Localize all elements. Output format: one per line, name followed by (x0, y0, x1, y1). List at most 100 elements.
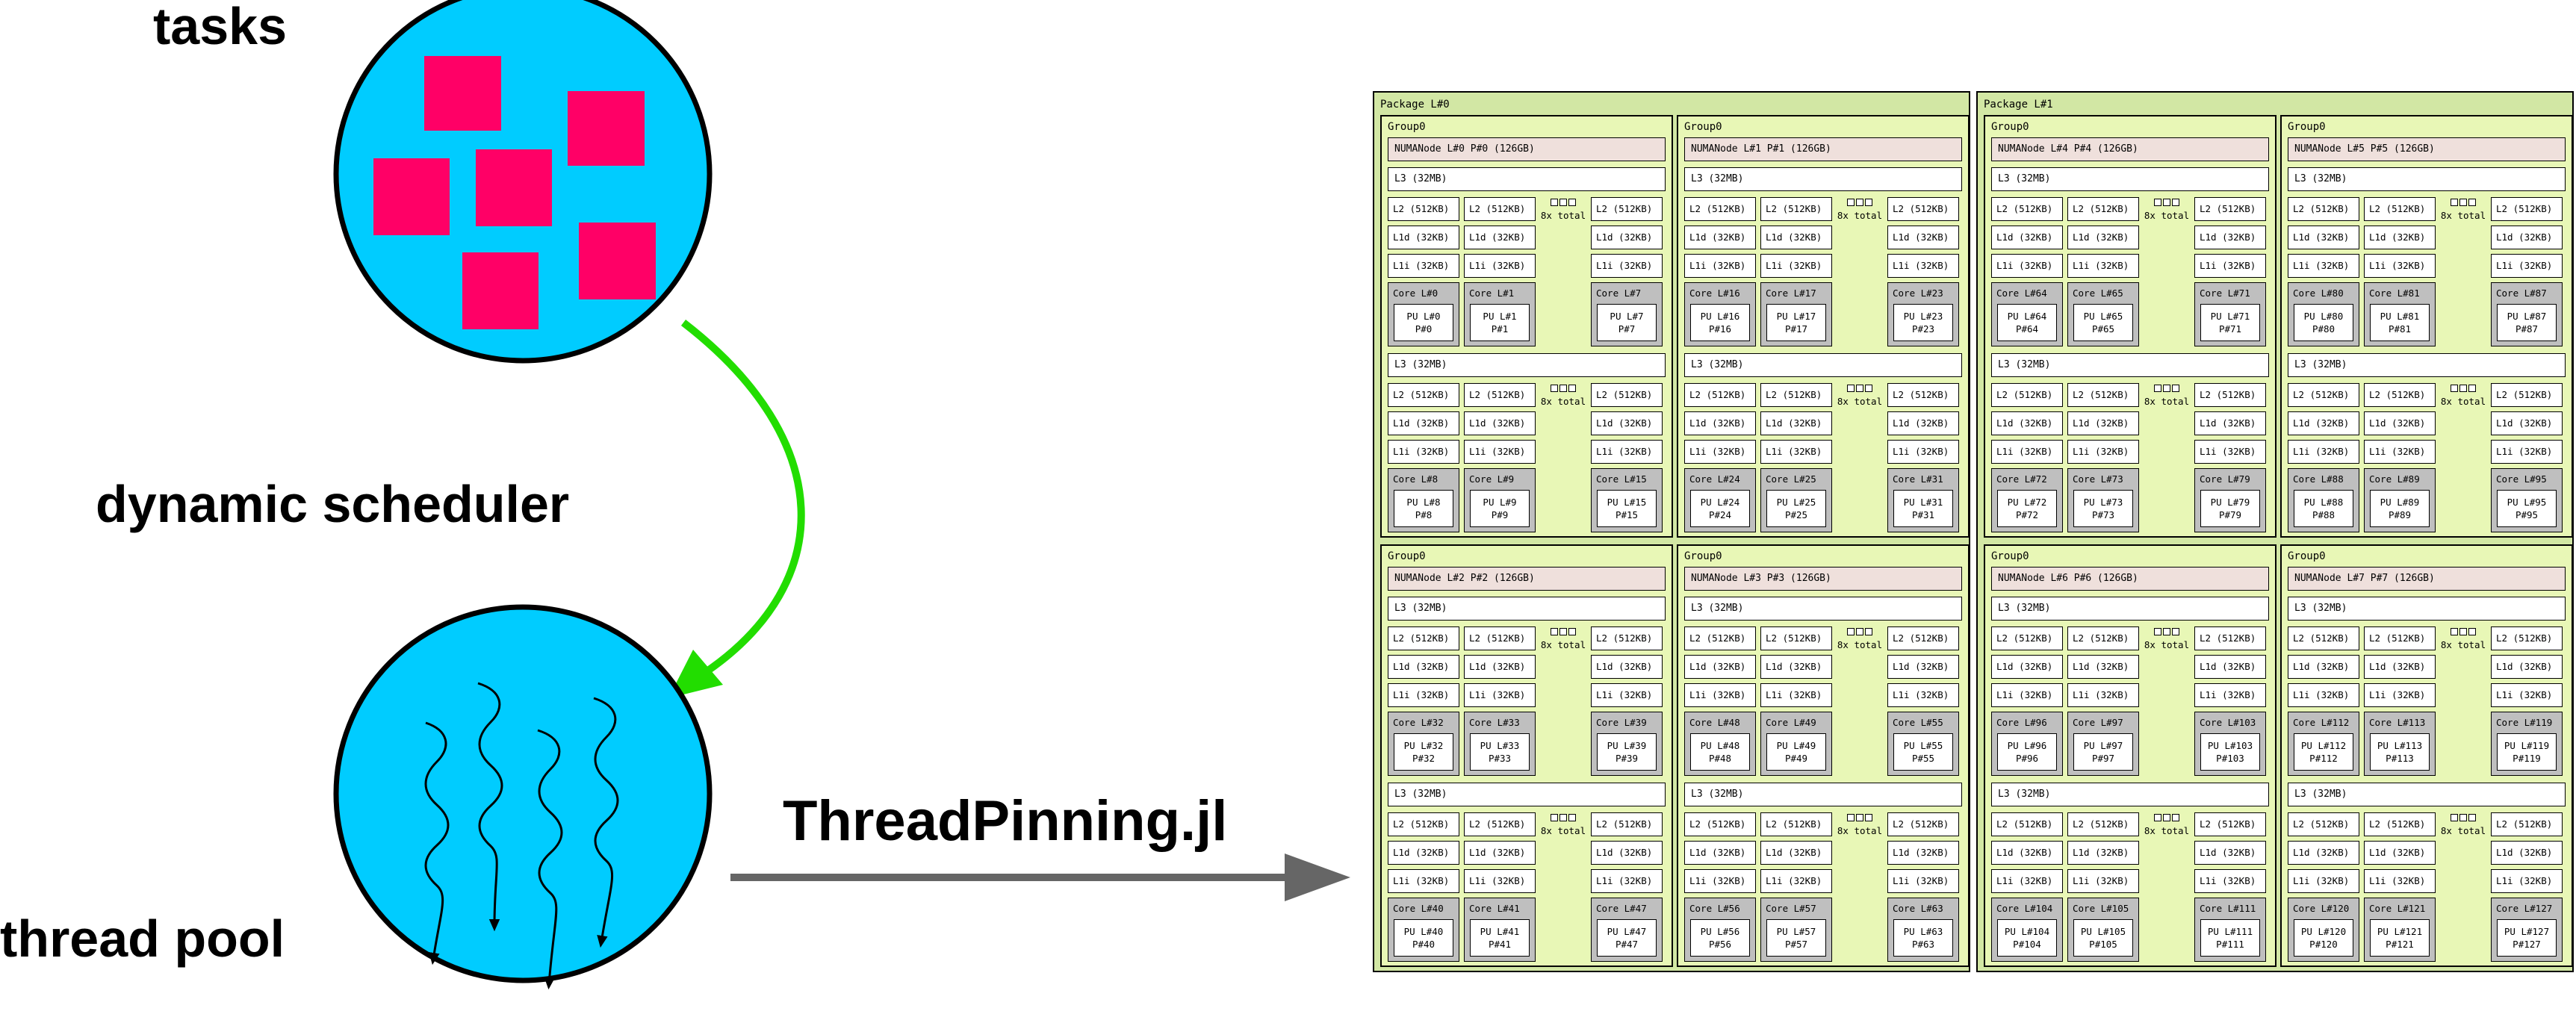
core-label: Core L#87 (2496, 287, 2547, 299)
core-label: Core L#9 (1469, 473, 1515, 485)
l3-cache: L3 (32MB) (2288, 167, 2566, 191)
l1i-cache: L1i (32KB) (2491, 869, 2563, 893)
l1i-cache: L1i (32KB) (2288, 869, 2359, 893)
ellipsis-square-icon (1559, 385, 1567, 392)
l1d-cache: L1d (32KB) (1991, 226, 2063, 249)
l1d-cache: L1d (32KB) (1760, 655, 1832, 679)
ellipsis-square-icon (2163, 385, 2170, 392)
l1i-cache: L1i (32KB) (1388, 683, 1459, 707)
l1i-cache: L1i (32KB) (2364, 683, 2436, 707)
l3-cache: L3 (32MB) (1388, 597, 1666, 621)
total-label: 8x total (1837, 825, 1883, 836)
core-label: Core L#81 (2369, 287, 2420, 299)
core-label: Core L#89 (2369, 473, 2420, 485)
total-label: 8x total (2440, 639, 2486, 650)
task-square (462, 252, 539, 329)
core-label: Core L#57 (1766, 903, 1816, 914)
pu-physical-label: P#89 (2388, 509, 2412, 520)
l2-cache: L2 (512KB) (2194, 812, 2266, 836)
pu-logical-label: PU L#73 (2083, 497, 2123, 508)
l1d-cache: L1d (32KB) (2194, 841, 2266, 865)
total-label: 8x total (2144, 639, 2190, 650)
pu-logical-label: PU L#80 (2303, 311, 2344, 322)
pu-logical-label: PU L#1 (1483, 311, 1517, 322)
core-label: Core L#32 (1393, 717, 1444, 728)
cores-total-indicator: 8x total (1540, 383, 1586, 408)
core-label: Core L#97 (2073, 717, 2123, 728)
l2-cache: L2 (512KB) (2288, 197, 2359, 221)
pu-logical-label: PU L#81 (2380, 311, 2420, 322)
core-label: Core L#127 (2496, 903, 2553, 914)
l3-cache: L3 (32MB) (1388, 167, 1666, 191)
group-label: Group0 (1388, 550, 1426, 562)
ellipsis-square-icon (2163, 199, 2170, 206)
pu-logical-label: PU L#79 (2210, 497, 2250, 508)
ellipsis-square-icon (1568, 385, 1576, 392)
l2-cache: L2 (512KB) (2288, 626, 2359, 650)
pu-logical-label: PU L#104 (2004, 926, 2050, 937)
pu-physical-label: P#25 (1784, 509, 1808, 520)
group-label: Group0 (1684, 121, 1722, 133)
l2-cache: L2 (512KB) (1684, 197, 1756, 221)
pu-logical-label: PU L#41 (1480, 926, 1520, 937)
l1i-cache: L1i (32KB) (1760, 254, 1832, 278)
ellipsis-square-icon (2459, 628, 2467, 635)
ellipsis-square-icon (1847, 385, 1855, 392)
core-label: Core L#1 (1469, 287, 1515, 299)
cores-total-indicator: 8x total (2144, 383, 2190, 408)
l1d-cache: L1d (32KB) (1591, 411, 1663, 435)
l1i-cache: L1i (32KB) (2491, 440, 2563, 464)
numa-node: NUMANode L#5 P#5 (126GB) (2288, 137, 2566, 161)
total-label: 8x total (1540, 639, 1586, 650)
core-label: Core L#16 (1689, 287, 1740, 299)
total-label: 8x total (1540, 396, 1586, 407)
cores-total-indicator: 8x total (2440, 626, 2486, 652)
core-label: Core L#55 (1893, 717, 1943, 728)
pu-physical-label: P#72 (2015, 509, 2039, 520)
l2-cache: L2 (512KB) (1887, 197, 1959, 221)
cores-total-indicator: 8x total (2144, 626, 2190, 652)
pu-physical-label: P#48 (1708, 753, 1732, 764)
package-label: Package L#0 (1380, 99, 1450, 111)
pu-physical-label: P#87 (2515, 323, 2539, 335)
ellipsis-square-icon (2459, 385, 2467, 392)
l2-cache: L2 (512KB) (1388, 197, 1459, 221)
l2-cache: L2 (512KB) (2364, 626, 2436, 650)
core-label: Core L#104 (1996, 903, 2053, 914)
l1i-cache: L1i (32KB) (2491, 683, 2563, 707)
scheduler-arrow (680, 320, 805, 676)
ellipsis-square-icon (1551, 199, 1558, 206)
pu-physical-label: P#64 (2015, 323, 2039, 335)
l2-cache: L2 (512KB) (1464, 812, 1536, 836)
core-label: Core L#111 (2200, 903, 2256, 914)
thread-squiggle (424, 721, 450, 966)
total-label: 8x total (2144, 210, 2190, 221)
